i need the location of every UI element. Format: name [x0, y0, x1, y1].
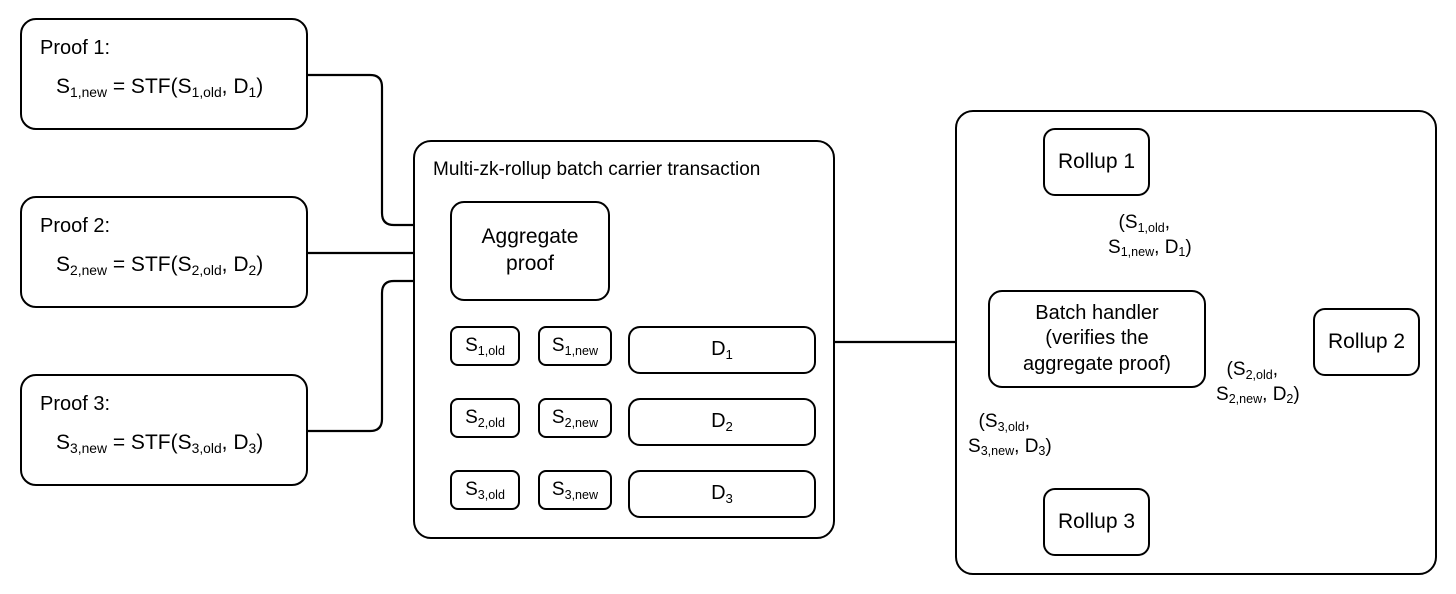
state-old-label-2: S2,old	[465, 406, 505, 430]
proof-box-3-title: Proof 3:	[40, 393, 111, 415]
data-box-2[interactable]: D2	[628, 398, 816, 446]
state-new-label-3: S3,new	[551, 478, 599, 502]
state-new-box-2[interactable]: S2,new	[538, 398, 612, 438]
proof-box-2-title: Proof 2:	[40, 215, 111, 237]
data-box-3[interactable]: D3	[628, 470, 816, 518]
proof-box-1-formula: S1,new = STF(S1,old, D1)	[56, 74, 264, 100]
data-box-1[interactable]: D1	[628, 326, 816, 374]
edge-label-rollup1-line2: S1,new, D1)	[1108, 236, 1192, 260]
proof-box-2-formula: S2,new = STF(S2,old, D2)	[56, 252, 264, 278]
rollup-box-2[interactable]: Rollup 2	[1313, 308, 1420, 376]
edge-label-rollup1-line1: (S1,old,	[1108, 212, 1171, 235]
proof-box-3[interactable]: Proof 3: S3,new = STF(S3,old, D3)	[20, 374, 308, 486]
edge-label-rollup2-line2: S2,new, D2)	[1216, 383, 1300, 407]
edge-label-rollup2: (S2,old, S2,new, D2)	[1216, 358, 1300, 407]
state-old-box-2[interactable]: S2,old	[450, 398, 520, 438]
state-new-label-2: S2,new	[551, 406, 599, 430]
edge-label-rollup3-line2: S3,new, D3)	[968, 435, 1052, 459]
data-label-3: D3	[711, 482, 733, 507]
rollup-box-3[interactable]: Rollup 3	[1043, 488, 1150, 556]
proof-box-1-title: Proof 1:	[40, 37, 111, 59]
data-label-1: D1	[711, 338, 733, 363]
state-new-label-1: S1,new	[551, 334, 599, 358]
rollup-label-2: Rollup 2	[1327, 329, 1406, 353]
state-old-label-1: S1,old	[465, 334, 505, 358]
edge-label-rollup1: (S1,old, S1,new, D1)	[1108, 211, 1192, 260]
data-label-2: D2	[711, 410, 733, 435]
rollup-label-1: Rollup 1	[1057, 149, 1136, 173]
state-old-box-1[interactable]: S1,old	[450, 326, 520, 366]
rollup-box-1[interactable]: Rollup 1	[1043, 128, 1150, 196]
state-old-box-3[interactable]: S3,old	[450, 470, 520, 510]
state-new-box-3[interactable]: S3,new	[538, 470, 612, 510]
proof-box-1[interactable]: Proof 1: S1,new = STF(S1,old, D1)	[20, 18, 308, 130]
state-old-label-3: S3,old	[465, 478, 505, 502]
proof-box-2[interactable]: Proof 2: S2,new = STF(S2,old, D2)	[20, 196, 308, 308]
proof-box-3-formula: S3,new = STF(S3,old, D3)	[56, 430, 264, 456]
state-new-box-1[interactable]: S1,new	[538, 326, 612, 366]
edge-label-rollup3: (S3,old, S3,new, D3)	[968, 410, 1052, 459]
edge-label-rollup2-line1: (S2,old,	[1216, 359, 1279, 382]
edge-label-rollup3-line1: (S3,old,	[968, 411, 1031, 434]
carrier-transaction-title: Multi-zk-rollup batch carrier transactio…	[433, 159, 761, 180]
rollup-label-3: Rollup 3	[1057, 509, 1136, 533]
